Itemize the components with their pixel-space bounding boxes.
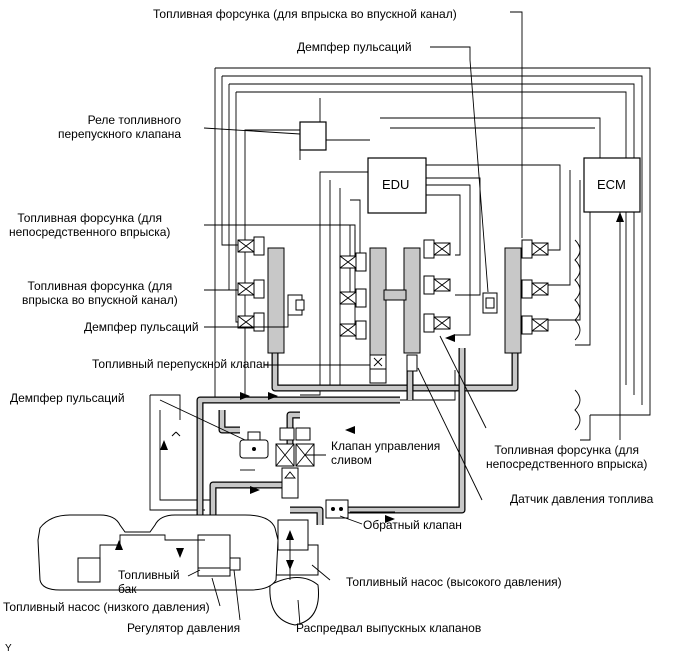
label-fuel-tank: Топливный бак	[118, 568, 180, 596]
label-damper-top: Демпфер пульсаций	[297, 40, 412, 54]
port-injector-icon	[237, 236, 265, 332]
wiring-harness	[149, 67, 651, 511]
bypass-valve-icon	[369, 354, 387, 384]
label-pump-low: Топливный насос (низкого давления)	[3, 600, 210, 614]
pulsation-damper-middle-icon	[239, 431, 269, 459]
label-corner-mark: Y	[5, 643, 12, 654]
label-pump-high: Топливный насос (высокого давления)	[346, 575, 562, 589]
label-pressure-sensor: Датчик давления топлива	[510, 492, 654, 506]
label-injector-port-top: Топливная форсунка (для впрыска во впуск…	[153, 7, 457, 21]
ecm-box	[583, 157, 641, 213]
components	[37, 121, 641, 626]
injectors	[237, 236, 549, 340]
pulsation-damper-left-icon	[287, 294, 305, 316]
label-injector-direct-left: Топливная форсунка (для непосредственног…	[9, 211, 171, 239]
label-bypass-valve: Топливный перепускной клапан	[92, 357, 270, 371]
direct-rail-left	[369, 247, 387, 359]
label-drain-valve: Клапан управления сливом	[331, 439, 441, 467]
ecm-label: ECM	[597, 177, 626, 192]
pulsation-damper-right-icon	[482, 292, 498, 314]
rail-crossover	[383, 289, 407, 301]
label-camshaft: Распредвал выпускных клапанов	[296, 621, 482, 635]
label-injector-direct-right: Топливная форсунка (для непосредственног…	[486, 443, 648, 471]
relay-box	[299, 121, 327, 151]
label-damper-middle: Демпфер пульсаций	[10, 391, 125, 405]
label-injector-port-left: Топливная форсунка (для впрыска во впуск…	[22, 279, 178, 307]
label-check-valve: Обратный клапан	[363, 518, 462, 532]
edu-box	[367, 157, 427, 214]
drain-control-valve-icon	[275, 427, 315, 467]
edu-label: EDU	[382, 177, 410, 192]
label-relay: Реле топливного перепускного клапана	[58, 113, 182, 141]
fuel-pipes	[196, 348, 519, 530]
leader-lines	[159, 11, 523, 626]
port-injector-right-icon	[521, 239, 549, 335]
check-valve-icon	[325, 499, 349, 519]
label-damper-left: Демпфер пульсаций	[84, 320, 199, 334]
port-rail-right	[504, 247, 522, 354]
port-rail-left	[267, 247, 285, 354]
pressure-sensor-icon	[406, 354, 418, 372]
label-pressure-regulator: Регулятор давления	[127, 621, 241, 635]
direct-injector-icon	[339, 239, 451, 340]
fuel-tank-icon	[37, 514, 279, 591]
flow-arrows	[115, 212, 624, 580]
